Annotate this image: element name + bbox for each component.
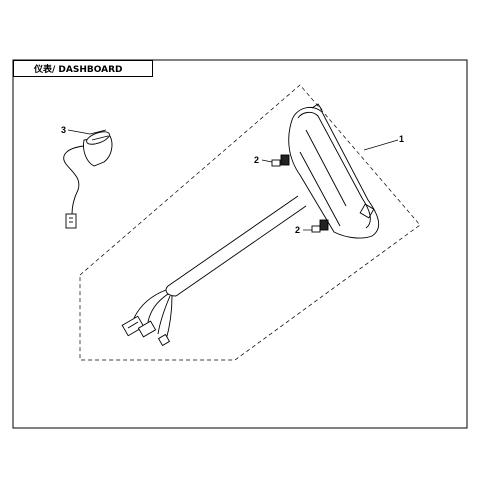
- screw-lower-icon: [311, 219, 329, 233]
- dashboard-housing: [288, 103, 380, 239]
- drawing-border: [12, 59, 468, 429]
- callout-screw-lower: 2: [295, 225, 300, 235]
- assembly-boundary: [79, 84, 421, 361]
- callout-sensor: 3: [61, 125, 66, 135]
- wiring-harness: [133, 195, 307, 341]
- diagram-title-text: 仪表/ DASHBOARD: [34, 65, 123, 75]
- callout-screw-upper: 2: [254, 155, 259, 165]
- callout-dashboard: 1: [399, 134, 404, 144]
- sensor-icon: [63, 129, 113, 229]
- harness-connectors: [121, 315, 171, 347]
- leader-lines: [67, 129, 399, 231]
- screw-upper-icon: [271, 154, 290, 167]
